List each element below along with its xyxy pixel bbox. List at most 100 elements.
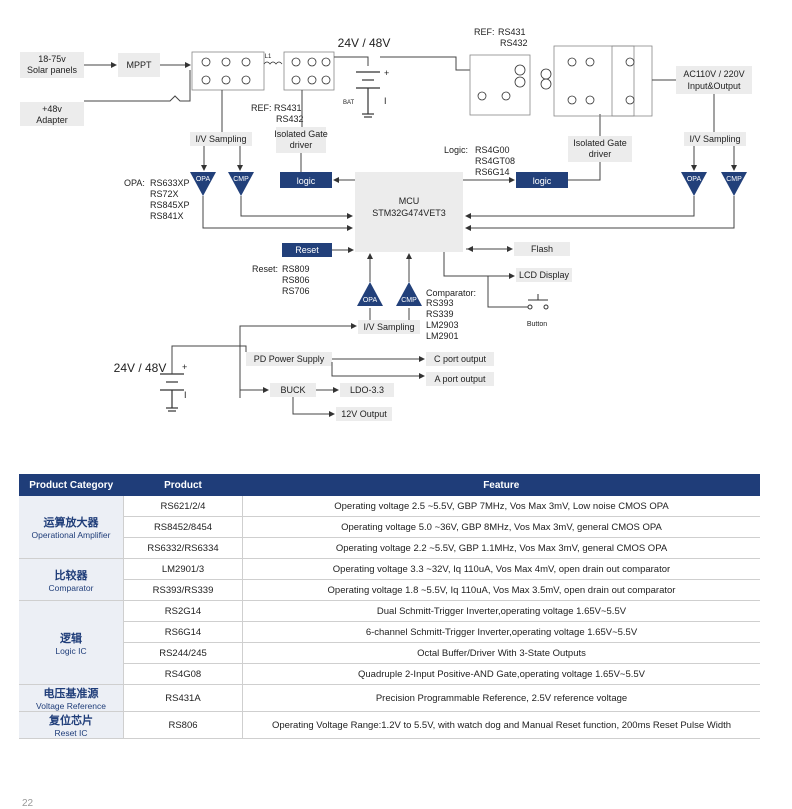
opa-part-4: RS841X (150, 211, 184, 221)
minus-sign-top: I (384, 96, 387, 106)
opa-part-1: RS633XP (150, 178, 190, 188)
mcu-line2: STM32G474VET3 (372, 208, 446, 218)
header-category: Product Category (19, 474, 124, 496)
flash-label: Flash (531, 244, 553, 254)
feature-cell: Operating Voltage Range:1.2V to 5.5V, wi… (242, 711, 760, 739)
plus-sign-bottom: + (182, 362, 187, 372)
out12-label: 12V Output (341, 409, 387, 419)
ldo-box (340, 383, 394, 397)
out12-box (336, 407, 392, 421)
cmp-triangle-bottom (396, 282, 422, 306)
voltage-top-label: 24V / 48V (338, 36, 391, 50)
feature-cell: Quadruple 2-Input Positive-AND Gate,oper… (242, 663, 760, 685)
ref-left-part-1: RS431 (274, 103, 302, 113)
category-en: Comparator (48, 582, 94, 593)
lcd-box (516, 268, 572, 282)
iso-left-line2: driver (290, 140, 313, 150)
battery-symbol-top (356, 71, 380, 118)
opa-right-label: OPA (687, 176, 702, 183)
solar-panels-box (20, 52, 84, 78)
page-number: 22 (22, 798, 34, 809)
l1-label: L1 (265, 54, 272, 60)
iso-right-line1: Isolated Gate (573, 138, 627, 148)
iso-left-line1: Isolated Gate (274, 129, 328, 139)
opa-part-2: RS72X (150, 189, 179, 199)
product-cell: RS8452/8454 (123, 516, 243, 538)
buck-label: BUCK (280, 385, 305, 395)
product-cell: RS4G08 (123, 663, 243, 685)
opa-bottom-label: OPA (363, 297, 378, 304)
product-cell: RS621/2/4 (123, 496, 243, 517)
iso-right-line2: driver (589, 149, 612, 159)
category-en: Voltage Reference (36, 701, 106, 711)
buck-box (270, 383, 316, 397)
logic-right-label: logic (533, 176, 552, 186)
product-cell: RS431A (123, 684, 243, 712)
minus-sign-bottom: I (184, 390, 187, 400)
category-cn: 逻辑 (60, 632, 82, 645)
reset-part-3: RS706 (282, 286, 310, 296)
logic-list-label: Logic: (444, 145, 468, 155)
isolated-gate-driver-left (276, 127, 326, 153)
logic-part-2: RS4GT08 (475, 156, 515, 166)
button-symbol (527, 294, 549, 310)
comparator-part-3: LM2903 (426, 320, 459, 330)
a-port-box (426, 372, 494, 386)
solar-label-line2: Solar panels (27, 65, 78, 75)
opa-left-label: OPA (196, 176, 211, 183)
isolated-gate-driver-right (568, 136, 632, 162)
iv-sampling-left (190, 132, 252, 146)
feature-cell: Operating voltage 2.5 ~5.5V, GBP 7MHz, V… (242, 496, 760, 517)
ac-line1: AC110V / 220V (683, 69, 744, 79)
product-cell: RS6G14 (123, 621, 243, 643)
comparator-list-label: Comparator: (426, 288, 476, 298)
battery-symbol-bottom (160, 373, 184, 412)
header-product: Product (123, 474, 243, 496)
iv-right-label: I/V Sampling (689, 134, 740, 144)
cmp-triangle-left (228, 172, 254, 196)
product-cell: RS806 (123, 711, 243, 739)
comparator-part-2: RS339 (426, 309, 454, 319)
ref-right-part-2: RS432 (500, 38, 528, 48)
opa-part-3: RS845XP (150, 200, 190, 210)
table-header-row: Product Category Product Feature (19, 474, 760, 496)
category-cn: 电压基准源 (43, 688, 99, 700)
solar-label-line1: 18-75v (38, 54, 66, 64)
adapter-line2: Adapter (36, 115, 68, 125)
category-cn: 运算放大器 (43, 517, 99, 529)
iv-sampling-right (684, 132, 746, 146)
reset-box-label: Reset (295, 245, 319, 255)
opa-triangle-right (681, 172, 707, 196)
cmp-right-label: CMP (726, 176, 742, 183)
feature-cell: Operating voltage 2.2 ~5.5V, GBP 1.1MHz,… (242, 537, 760, 559)
mcu-box (355, 172, 463, 252)
pd-label: PD Power Supply (254, 354, 325, 364)
header-feature: Feature (242, 474, 760, 496)
left-mosfet-bridge (191, 51, 335, 91)
cmp-left-label: CMP (233, 176, 249, 183)
feature-cell: Operating voltage 1.8 ~5.5V, Iq 110uA, V… (242, 579, 760, 601)
category-cn: 复位芯片 (49, 715, 93, 727)
feature-cell: Dual Schmitt-Trigger Inverter,operating … (242, 600, 760, 622)
cmp-triangle-right (721, 172, 747, 196)
iv-left-label: I/V Sampling (195, 134, 246, 144)
mppt-label: MPPT (126, 60, 152, 70)
iv-bottom-label: I/V Sampling (363, 322, 414, 332)
ac-io-box (676, 66, 752, 94)
product-cell: RS2G14 (123, 600, 243, 622)
